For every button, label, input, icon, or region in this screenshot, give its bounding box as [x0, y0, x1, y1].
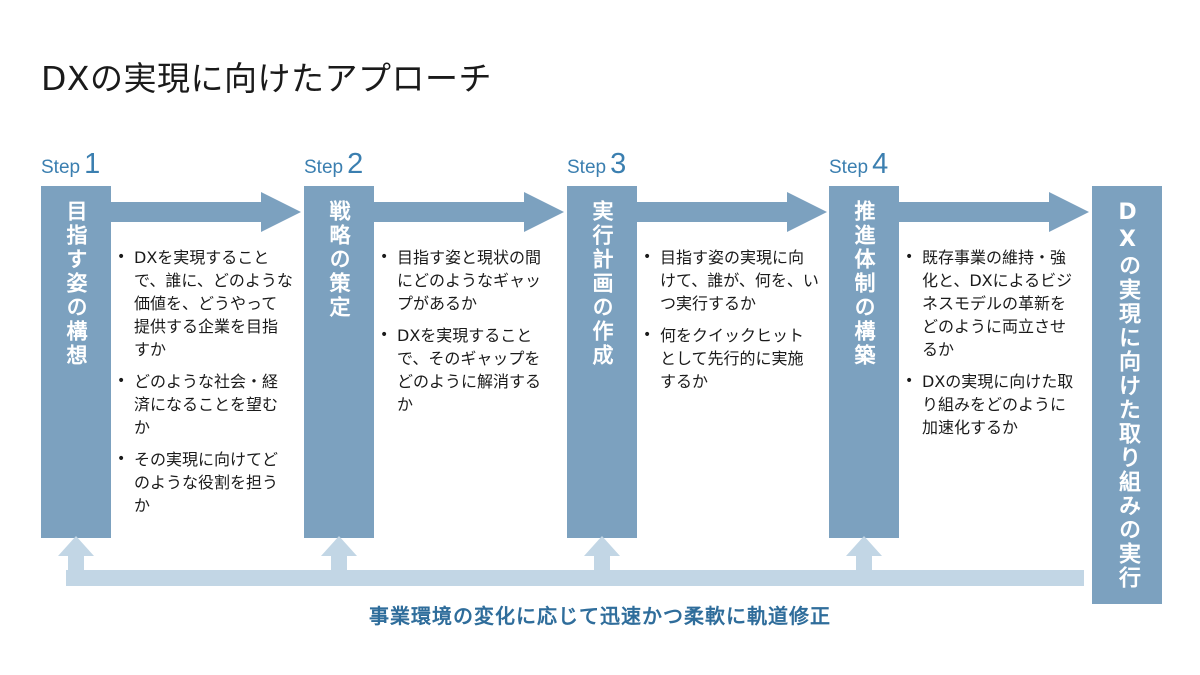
bullet-item: 目指す姿の実現に向けて、誰が、何を、いつ実行するか [643, 246, 819, 315]
step-word: Step [829, 157, 869, 178]
step-3-bullets: 目指す姿の実現に向けて、誰が、何を、いつ実行するか 何をクイックヒットとして先行… [643, 246, 819, 402]
feedback-arrow-step1 [58, 536, 94, 576]
bullet-item: その実現に向けてどのような役割を担うか [117, 448, 293, 517]
bullet-item: どのような社会・経済になることを望むか [117, 370, 293, 439]
step-1-heading: 目指す姿の構想 [64, 200, 88, 368]
step-word: Step [304, 157, 344, 178]
step-1-column: 目指す姿の構想 [41, 186, 111, 538]
step-4-heading: 推進体制の構築 [852, 200, 876, 368]
feedback-arrow-step3 [584, 536, 620, 576]
arrow-step1-to-step2 [111, 192, 301, 232]
page-title: DXの実現に向けたアプローチ [41, 59, 493, 98]
step-3-column: 実行計画の作成 [567, 186, 637, 538]
feedback-bar [66, 570, 1084, 586]
step-word: Step [567, 157, 607, 178]
final-column: DXの実現に向けた取り組みの実行 [1092, 186, 1162, 604]
final-heading: DXの実現に向けた取り組みの実行 [1115, 200, 1140, 590]
arrow-step2-to-step3 [374, 192, 564, 232]
step-number: 3 [610, 148, 627, 180]
bullet-item: DXを実現することで、そのギャップをどのように解消するか [380, 324, 556, 416]
step-2-bullets: 目指す姿と現状の間にどのようなギャップがあるか DXを実現することで、そのギャッ… [380, 246, 556, 425]
bullet-item: DXを実現することで、誰に、どのような価値を、どうやって提供する企業を目指すか [117, 246, 293, 361]
bullet-item: 何をクイックヒットとして先行的に実施するか [643, 324, 819, 393]
arrow-step3-to-step4 [637, 192, 827, 232]
arrow-step4-to-final [899, 192, 1089, 232]
step-number: 4 [872, 148, 889, 180]
step-1-bullets: DXを実現することで、誰に、どのような価値を、どうやって提供する企業を目指すか … [117, 246, 293, 526]
bullet-item: DXの実現に向けた取り組みをどのように加速化するか [905, 370, 1081, 439]
feedback-arrow-step4 [846, 536, 882, 576]
feedback-caption: 事業環境の変化に応じて迅速かつ柔軟に軌道修正 [369, 604, 831, 628]
step-number: 2 [347, 148, 364, 180]
feedback-arrow-step2 [321, 536, 357, 576]
step-3-heading: 実行計画の作成 [590, 200, 614, 368]
step-2-column: 戦略の策定 [304, 186, 374, 538]
feedback-arrows [58, 536, 1084, 586]
step-2-heading: 戦略の策定 [327, 200, 351, 320]
step-number: 1 [84, 148, 101, 180]
step-4-column: 推進体制の構築 [829, 186, 899, 538]
step-word: Step [41, 157, 81, 178]
bullet-item: 既存事業の維持・強化と、DXによるビジネスモデルの革新をどのように両立させるか [905, 246, 1081, 361]
step-4-bullets: 既存事業の維持・強化と、DXによるビジネスモデルの革新をどのように両立させるか … [905, 246, 1081, 448]
bullet-item: 目指す姿と現状の間にどのようなギャップがあるか [380, 246, 556, 315]
